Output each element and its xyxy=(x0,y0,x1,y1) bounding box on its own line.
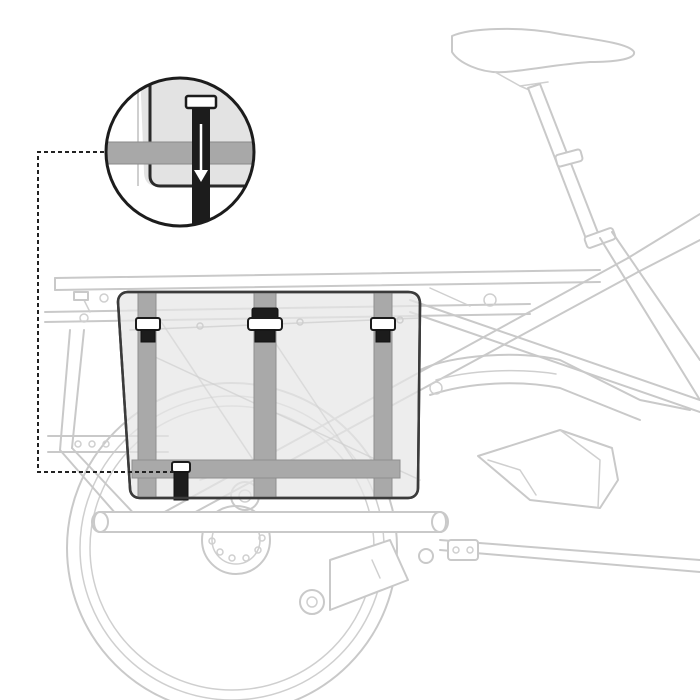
saddle xyxy=(451,27,635,93)
footrest-bar xyxy=(91,511,700,573)
callout-magnified-view xyxy=(106,78,254,226)
callout-leader-line xyxy=(37,151,176,473)
buckle-left xyxy=(135,317,161,343)
detail-callout xyxy=(37,76,256,473)
kickstand xyxy=(299,539,434,615)
buckle-right xyxy=(370,317,396,343)
callout-circle xyxy=(104,76,256,228)
horizontal-strap xyxy=(131,459,401,479)
arrow-down-icon xyxy=(194,124,208,182)
buckle-bottom xyxy=(171,461,191,501)
battery-housing xyxy=(419,353,691,509)
seat-post xyxy=(527,83,700,401)
pannier-bag xyxy=(116,290,422,501)
buckle-middle xyxy=(247,307,283,343)
